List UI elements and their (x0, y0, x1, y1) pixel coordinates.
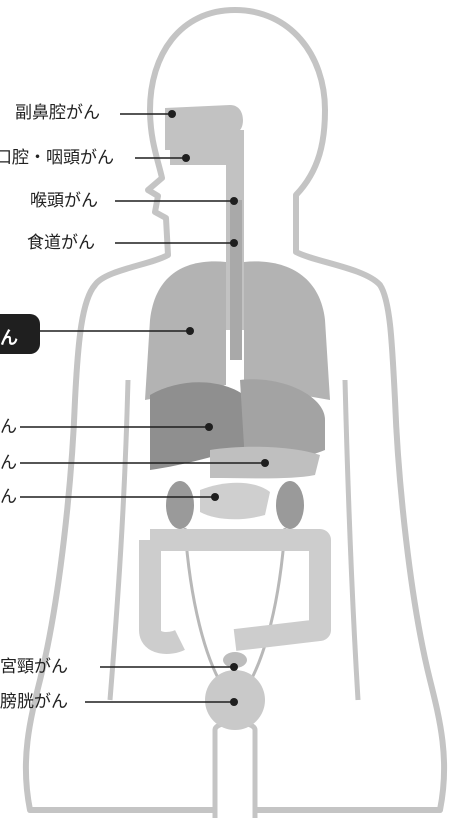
label-pancreas: ん (0, 487, 17, 507)
right-lung (244, 261, 330, 400)
right-arm-line (342, 379, 361, 701)
oral-dot (182, 154, 190, 162)
pancreas-dot (211, 493, 219, 501)
label-cervix: 宮頸がん (0, 657, 68, 677)
label-stomach: ん (0, 453, 17, 473)
liver (150, 382, 250, 470)
stomach-dot (261, 459, 269, 467)
liver-dot (205, 423, 213, 431)
lung-highlight-box (0, 314, 40, 354)
label-larynx: 喉頭がん (30, 191, 98, 211)
label-esophagus: 食道がん (27, 233, 95, 253)
label-nasal: 副鼻腔がん (15, 103, 100, 123)
cervix (223, 652, 247, 668)
label-bladder: 膀胱がん (0, 692, 68, 712)
nasal-cavity (165, 105, 243, 150)
label-oral: 口腔・咽頭がん (0, 148, 114, 168)
left-kidney (166, 481, 194, 529)
label-liver: ん (0, 417, 17, 437)
colon (139, 529, 331, 654)
esophagus-dot (230, 239, 238, 247)
leg-gap (212, 720, 258, 818)
lung-dot (186, 327, 194, 335)
leader-dots (168, 110, 269, 706)
nasal-dot (168, 110, 176, 118)
bladder-dot (230, 698, 238, 706)
stomach (240, 379, 325, 463)
larynx-dot (230, 197, 238, 205)
label-lung: ん (0, 328, 18, 349)
left-arm-line (107, 379, 131, 701)
intestine-blob (200, 482, 270, 520)
cervix-dot (230, 663, 238, 671)
leader-lines (20, 113, 265, 703)
esophagus (230, 200, 242, 360)
right-kidney (276, 481, 304, 529)
